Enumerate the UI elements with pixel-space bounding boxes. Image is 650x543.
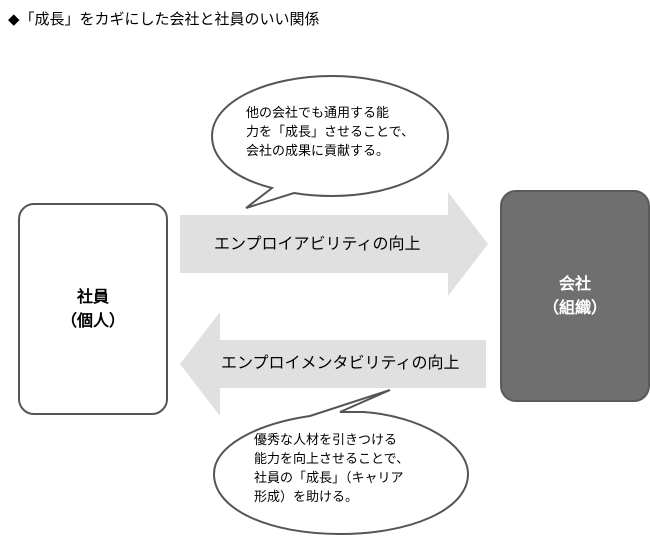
top-bubble-text: 他の会社でも通用する能 力を「成長」させることで、 会社の成果に貢献する。 xyxy=(246,106,415,159)
employability-label: エンプロイアビリティの向上 xyxy=(214,234,421,253)
company-sublabel: （組織） xyxy=(542,298,607,317)
top-speech-bubble xyxy=(210,74,450,209)
employmentability-arrow xyxy=(180,312,486,416)
employmentability-label: エンプロイメンタビリティの向上 xyxy=(221,353,460,372)
employee-box: 社員 （個人） xyxy=(18,203,168,415)
bottom-bubble-text: 優秀な人材を引きつける 能力を向上させることで、 社員の「成長」（キャリア 形成… xyxy=(254,433,410,505)
employability-arrow xyxy=(180,192,488,296)
company-box: 会社 （組織） xyxy=(500,190,650,402)
employee-label: 社員 xyxy=(76,287,109,306)
company-label: 会社 xyxy=(558,274,591,293)
employee-sublabel: （個人） xyxy=(60,311,125,330)
bottom-speech-bubble xyxy=(212,389,470,536)
page-title: ◆「成長」をカギにした会社と社員のいい関係 xyxy=(8,10,320,28)
